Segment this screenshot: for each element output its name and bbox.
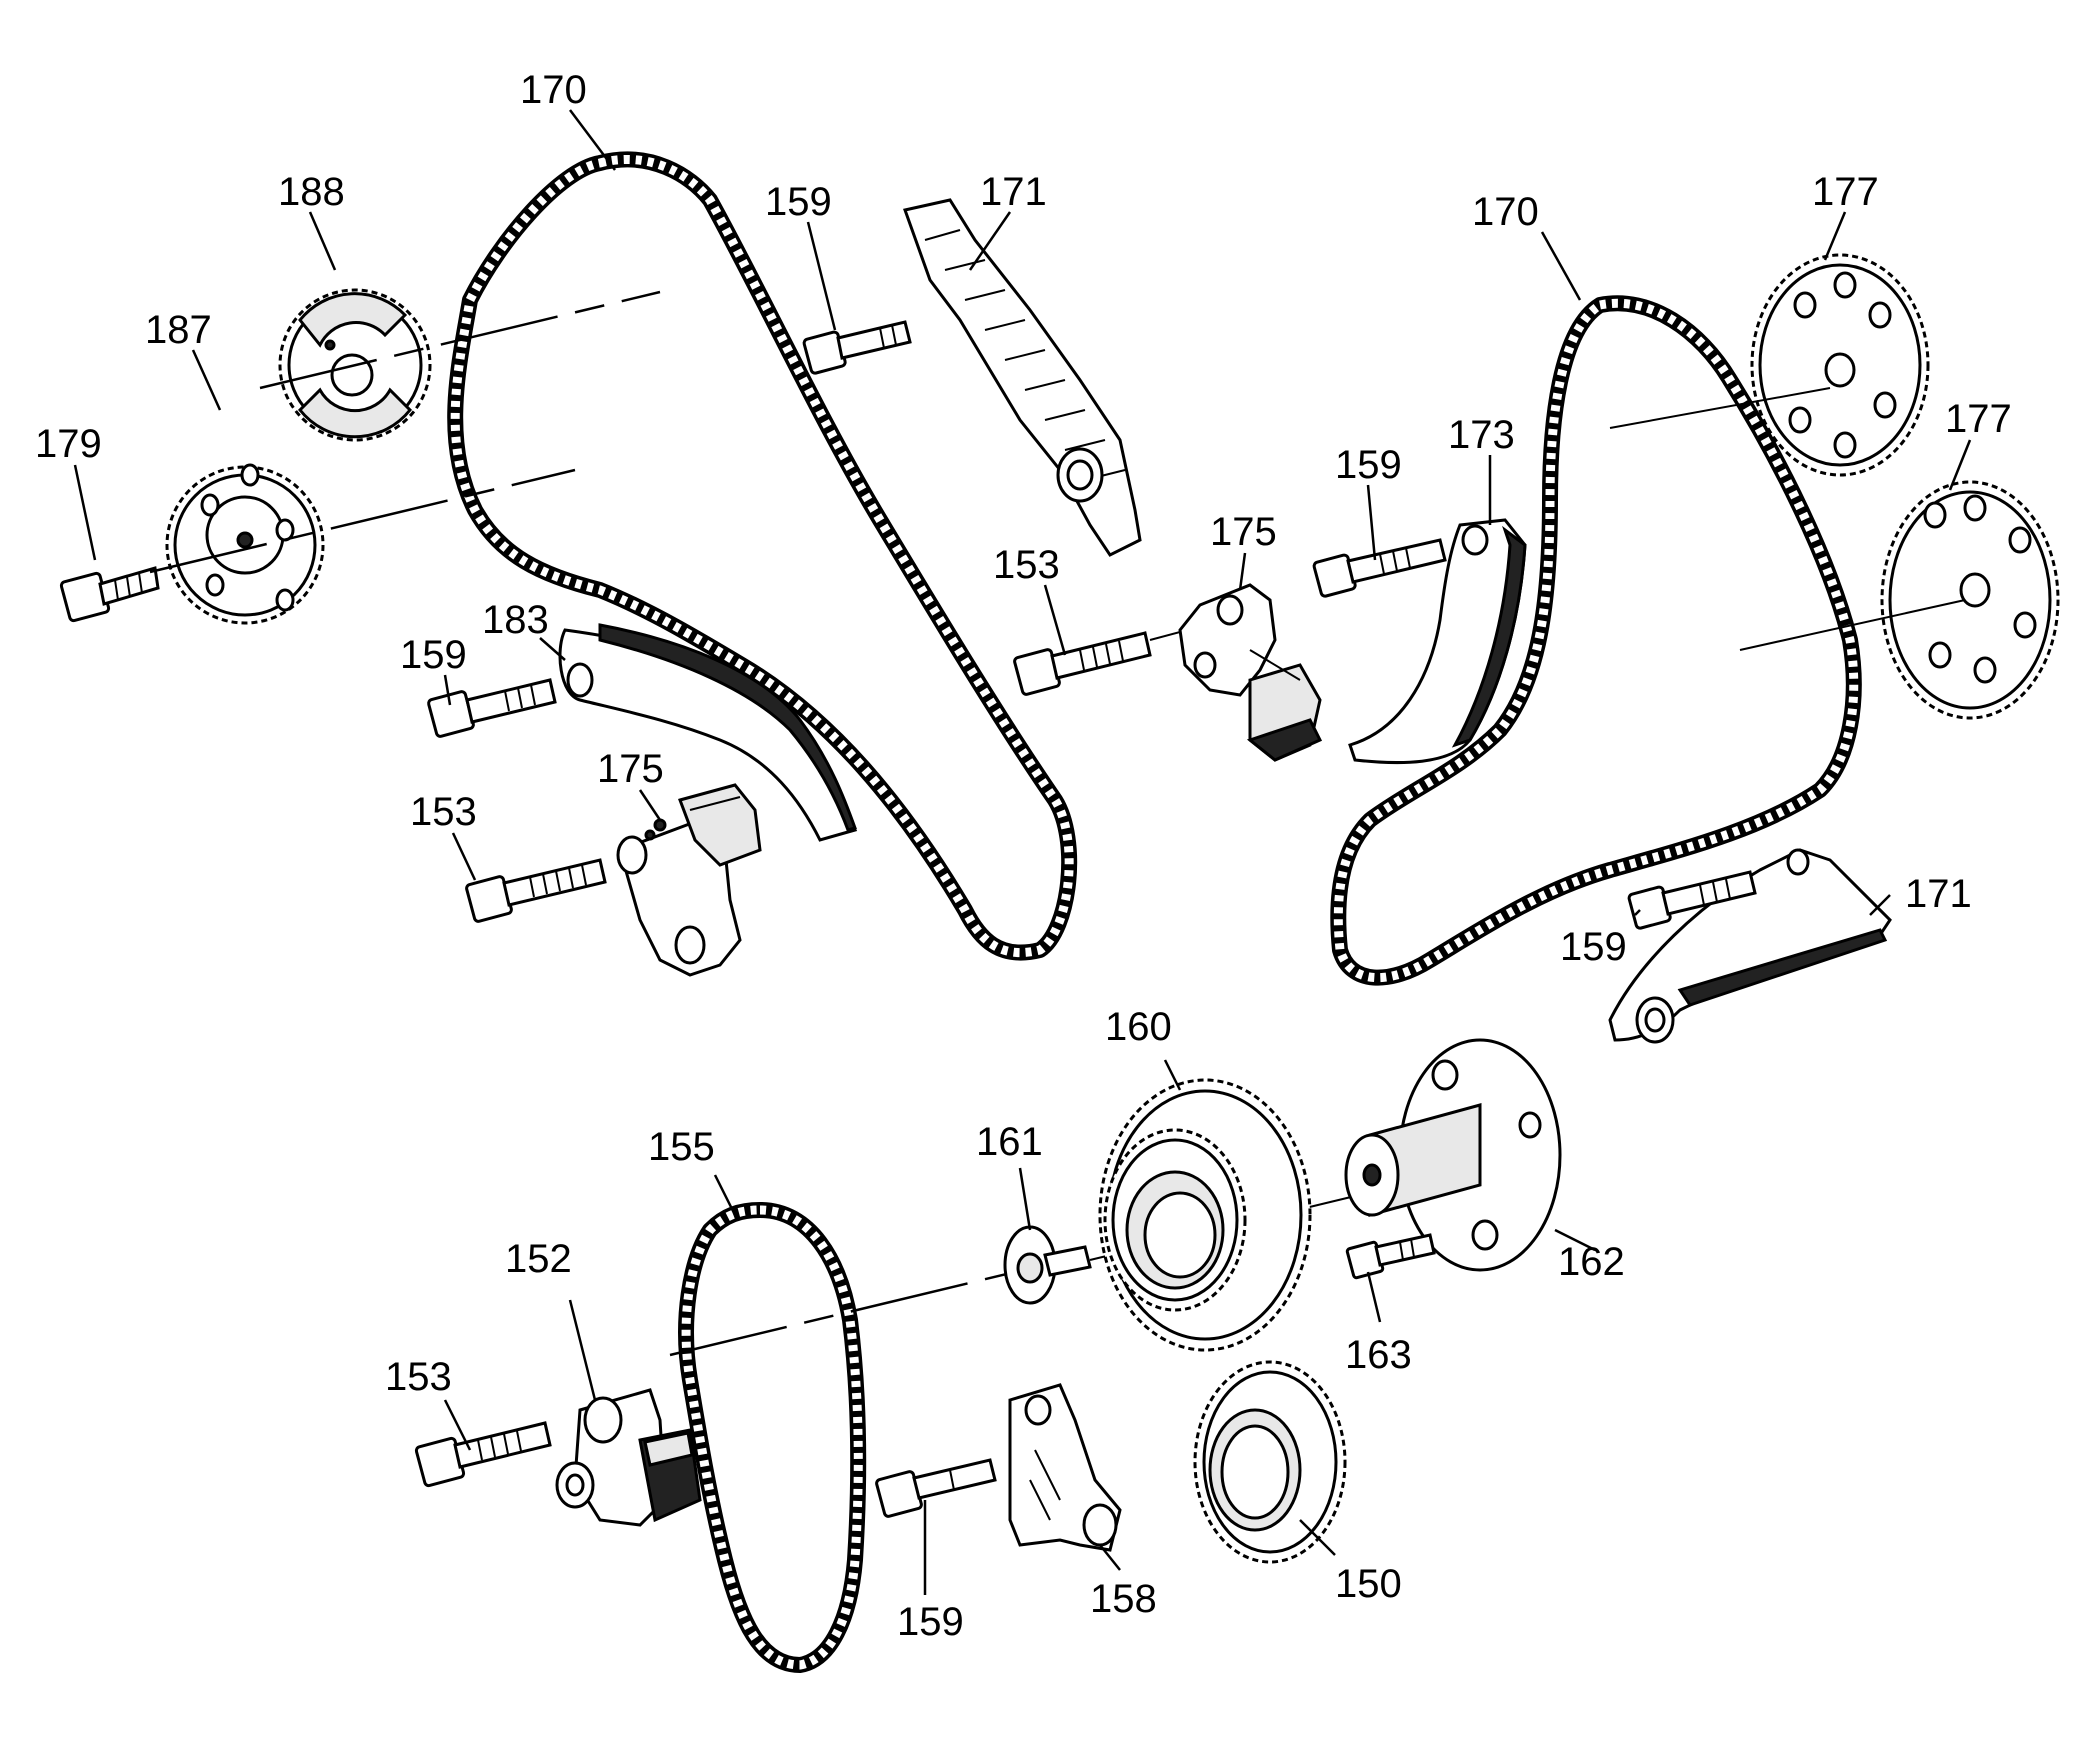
bolt-159-lower-right: [1627, 870, 1757, 930]
part-label-159-upper-left: 159: [765, 180, 832, 224]
part-label-183: 183: [482, 598, 549, 642]
part-label-160: 160: [1105, 1005, 1172, 1049]
axis-line: [1739, 599, 1966, 651]
part-label-177-lower: 177: [1945, 397, 2012, 441]
primary-timing-chain-155: [678, 1202, 867, 1673]
camshaft-sprocket-177-lower: [1880, 480, 2060, 720]
crankshaft-bolt-161: [1003, 1225, 1092, 1305]
crankshaft-hub-162: [1344, 1038, 1562, 1272]
leader-lines: [73, 109, 1972, 1595]
chain-guide-171-upper: [903, 198, 1142, 557]
chain-guide-158: [1008, 1383, 1122, 1552]
right-timing-chain: [1330, 295, 1862, 986]
tensioner-152: [555, 1388, 702, 1527]
bolt-159-left: [427, 678, 557, 738]
part-label-159-left: 159: [400, 633, 467, 677]
bolt-163: [1345, 1233, 1436, 1280]
part-label-150: 150: [1335, 1562, 1402, 1606]
axis-line: [259, 290, 661, 390]
part-label-153-lower: 153: [385, 1355, 452, 1399]
axis-line: [1609, 387, 1831, 429]
part-label-161: 161: [976, 1120, 1043, 1164]
part-label-155: 155: [648, 1125, 715, 1169]
part-label-153-left: 153: [410, 790, 477, 834]
bolt-159-lower: [875, 1458, 997, 1518]
part-label-175-middle: 175: [1210, 510, 1277, 554]
part-label-177-upper: 177: [1812, 170, 1879, 214]
part-label-158: 158: [1090, 1577, 1157, 1621]
bolt-153-middle: [1013, 631, 1152, 696]
tensioner-175-left: [616, 783, 762, 977]
axis-line: [149, 468, 576, 574]
bolt-153-lower: [414, 1421, 552, 1488]
part-label-159-lower: 159: [897, 1600, 964, 1644]
part-label-175-left: 175: [597, 747, 664, 791]
bolt-159-right: [1312, 538, 1447, 598]
oil-pump-sprocket-150: [1193, 1360, 1347, 1564]
chain-guide-173: [1348, 518, 1527, 765]
bolt-179: [59, 566, 160, 623]
camshaft-sprocket-177-upper: [1750, 253, 1930, 477]
part-label-153-middle: 153: [993, 543, 1060, 587]
part-label-170-left: 170: [520, 68, 587, 112]
part-label-163: 163: [1345, 1333, 1412, 1377]
axis-line: [669, 1270, 1016, 1357]
part-label-171-upper: 171: [980, 170, 1047, 214]
part-label-179: 179: [35, 422, 102, 466]
bolt-153-left: [465, 858, 607, 923]
tensioner-175-middle: [1178, 583, 1323, 762]
part-label-159-right: 159: [1335, 443, 1402, 487]
part-label-162: 162: [1558, 1240, 1625, 1284]
part-label-152: 152: [505, 1237, 572, 1281]
part-label-188: 188: [278, 170, 345, 214]
chain-guide-171-lower: [1608, 848, 1892, 1044]
part-label-170-right: 170: [1472, 190, 1539, 234]
camshaft-sprocket-188: [278, 288, 432, 442]
bolt-159-upper-left: [802, 320, 912, 375]
chain-guide-183: [558, 623, 858, 842]
part-label-187: 187: [145, 308, 212, 352]
left-timing-chain: [447, 151, 1078, 961]
part-label-173: 173: [1448, 413, 1515, 457]
part-label-159-lower-right: 159: [1560, 925, 1627, 969]
camshaft-sprocket-187: [165, 463, 325, 625]
crankshaft-sprocket-160: [1098, 1078, 1312, 1352]
part-label-171-lower: 171: [1905, 872, 1972, 916]
